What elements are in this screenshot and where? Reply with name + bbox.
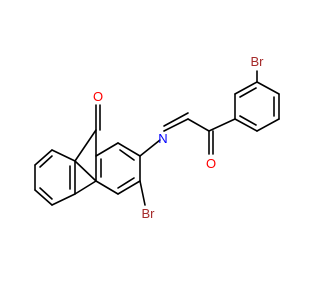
bond bbox=[51, 193, 76, 206]
bond bbox=[139, 180, 146, 206]
bond bbox=[234, 118, 258, 132]
bond bbox=[163, 112, 189, 127]
molecule-diagram: Br O N O Br bbox=[34, 54, 280, 221]
bond bbox=[163, 118, 189, 132]
bond bbox=[95, 180, 119, 195]
bond bbox=[117, 142, 141, 157]
bond bbox=[34, 149, 53, 166]
bond bbox=[239, 115, 257, 126]
bond bbox=[39, 155, 53, 168]
bond bbox=[39, 187, 53, 200]
bond bbox=[239, 87, 257, 98]
bond bbox=[74, 129, 97, 162]
bond bbox=[256, 81, 280, 95]
atom-o-ketone: O bbox=[206, 156, 216, 171]
bond-lines bbox=[34, 70, 280, 206]
bond bbox=[119, 149, 135, 161]
atom-labels: Br O N O Br bbox=[93, 54, 264, 221]
bond bbox=[256, 118, 280, 132]
bond bbox=[95, 142, 119, 157]
bond bbox=[117, 180, 141, 195]
bond bbox=[34, 189, 53, 206]
bond bbox=[187, 118, 210, 132]
atom-n-imine: N bbox=[158, 131, 167, 146]
bond bbox=[117, 177, 135, 189]
bond bbox=[139, 139, 161, 157]
bond bbox=[208, 118, 236, 132]
atom-br-top: Br bbox=[251, 54, 265, 69]
atom-br-bottom: Br bbox=[142, 206, 156, 221]
bond bbox=[74, 160, 97, 182]
bond bbox=[74, 180, 97, 195]
bond bbox=[234, 81, 258, 95]
atom-o-fluorenone: O bbox=[93, 89, 103, 104]
bond bbox=[51, 149, 76, 162]
